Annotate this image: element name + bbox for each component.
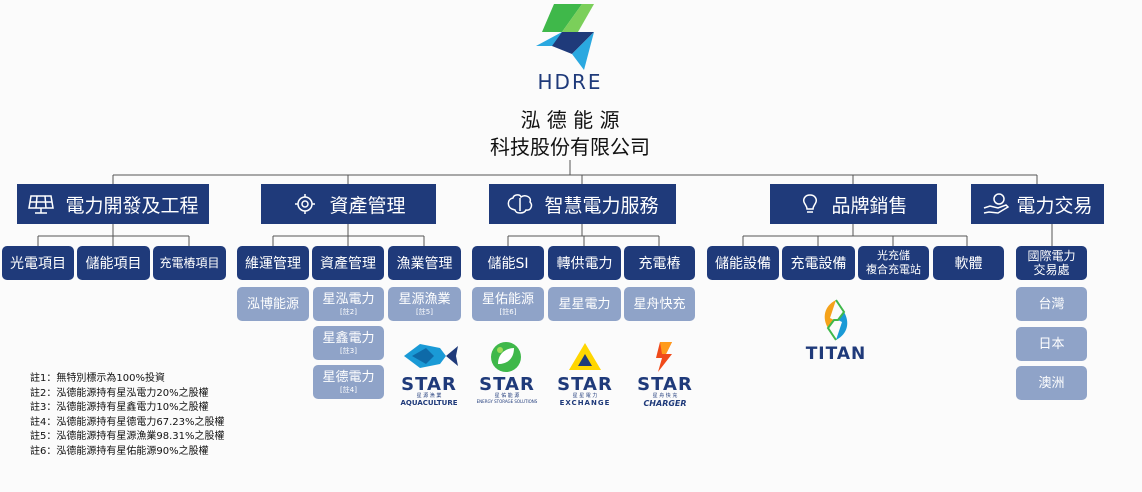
sub-xingyuan-fishery[interactable]: 星源漁業[註5] (388, 287, 461, 321)
category-asset-management[interactable]: 資產管理 (261, 184, 436, 224)
brain-icon (508, 194, 533, 214)
item-operation-management[interactable]: 維運管理 (237, 246, 309, 280)
category-label: 智慧電力服務 (544, 194, 659, 217)
sub-xingxing-power[interactable]: 星星電力 (548, 287, 621, 321)
footnote: 註6：泓德能源持有星佑能源90%之股權 (30, 445, 209, 457)
bolt-logo-icon (656, 342, 672, 372)
item-storage-equipment[interactable]: 儲能設備 (707, 246, 779, 280)
solar-panel-icon (28, 195, 55, 214)
item-storage-si[interactable]: 儲能SI (472, 246, 544, 280)
category-brand-sales[interactable]: 品牌銷售 (770, 184, 937, 224)
hand-coin-icon (984, 193, 1010, 214)
sub-xingxin-power[interactable]: 星鑫電力[註3] (313, 326, 384, 360)
item-solar-project[interactable]: 光電項目 (2, 246, 74, 280)
item-fishery-management[interactable]: 漁業管理 (388, 246, 461, 280)
item-charging-equipment[interactable]: 充電設備 (782, 246, 855, 280)
sub-xingzhou-charging[interactable]: 星舟快充 (624, 287, 695, 321)
footnote: 註2：泓德能源持有星泓電力20%之股權 (30, 387, 209, 399)
footnotes: 註1：無特別標示為100%投資 註2：泓德能源持有星泓電力20%之股權 註3：泓… (30, 372, 225, 460)
company-name-line1: 泓 德 能 源 (520, 108, 620, 132)
star-charger-logo-text: STAR (637, 374, 693, 395)
hdre-logo-icon (536, 4, 594, 70)
sub-xingde-power[interactable]: 星德電力[註4] (313, 365, 384, 399)
item-software[interactable]: 軟體 (933, 246, 1004, 280)
sub-japan[interactable]: 日本 (1016, 327, 1087, 361)
hdre-logo-text: HDRE (537, 70, 603, 94)
sub-xingyou-energy[interactable]: 星佑能源[註6] (472, 287, 544, 321)
star-energy-storage-logo-text: STAR (479, 374, 535, 395)
footnote: 註5：泓德能源持有星源漁業98.31%之股權 (30, 431, 225, 443)
item-charging-pile[interactable]: 充電樁 (624, 246, 695, 280)
triangle-logo-icon (569, 343, 601, 370)
star-aquaculture-logo-text: STAR (401, 374, 457, 395)
item-charging-pile-project[interactable]: 充電樁項目 (153, 246, 226, 280)
sub-xinghong-power[interactable]: 星泓電力[註2] (313, 287, 384, 321)
footnote: 註3：泓德能源持有星鑫電力10%之股權 (30, 402, 209, 414)
titan-logo-icon (824, 299, 848, 341)
lightbulb-icon (803, 194, 818, 213)
category-power-trading[interactable]: 電力交易 (971, 184, 1104, 224)
fish-logo-icon (404, 344, 458, 368)
category-smart-power-service[interactable]: 智慧電力服務 (489, 184, 676, 224)
item-solar-storage-station[interactable]: 光充儲複合充電站 (858, 246, 929, 280)
company-name-line2: 科技股份有限公司 (490, 135, 650, 159)
sub-australia[interactable]: 澳洲 (1016, 366, 1087, 400)
star-exchange-logo-text: STAR (557, 374, 613, 395)
titan-logo-text: TITAN (805, 344, 867, 364)
sub-hongbo-energy[interactable]: 泓博能源 (237, 287, 309, 321)
item-asset-management[interactable]: 資產管理 (312, 246, 384, 280)
sub-taiwan[interactable]: 台灣 (1016, 287, 1087, 321)
item-storage-project[interactable]: 儲能項目 (77, 246, 150, 280)
category-label: 電力開發及工程 (65, 194, 199, 217)
footnote: 註4：泓德能源持有星德電力67.23%之股權 (30, 416, 225, 428)
leaf-logo-icon (491, 342, 521, 372)
item-international-trading[interactable]: 國際電力交易處 (1016, 246, 1087, 280)
footnote: 註1：無特別標示為100%投資 (30, 373, 165, 384)
item-power-wheeling[interactable]: 轉供電力 (548, 246, 621, 280)
category-power-development[interactable]: 電力開發及工程 (17, 184, 209, 224)
category-label: 電力交易 (1016, 194, 1093, 217)
category-label: 品牌銷售 (831, 194, 908, 217)
gear-coin-icon (295, 194, 316, 214)
category-label: 資產管理 (329, 194, 406, 217)
